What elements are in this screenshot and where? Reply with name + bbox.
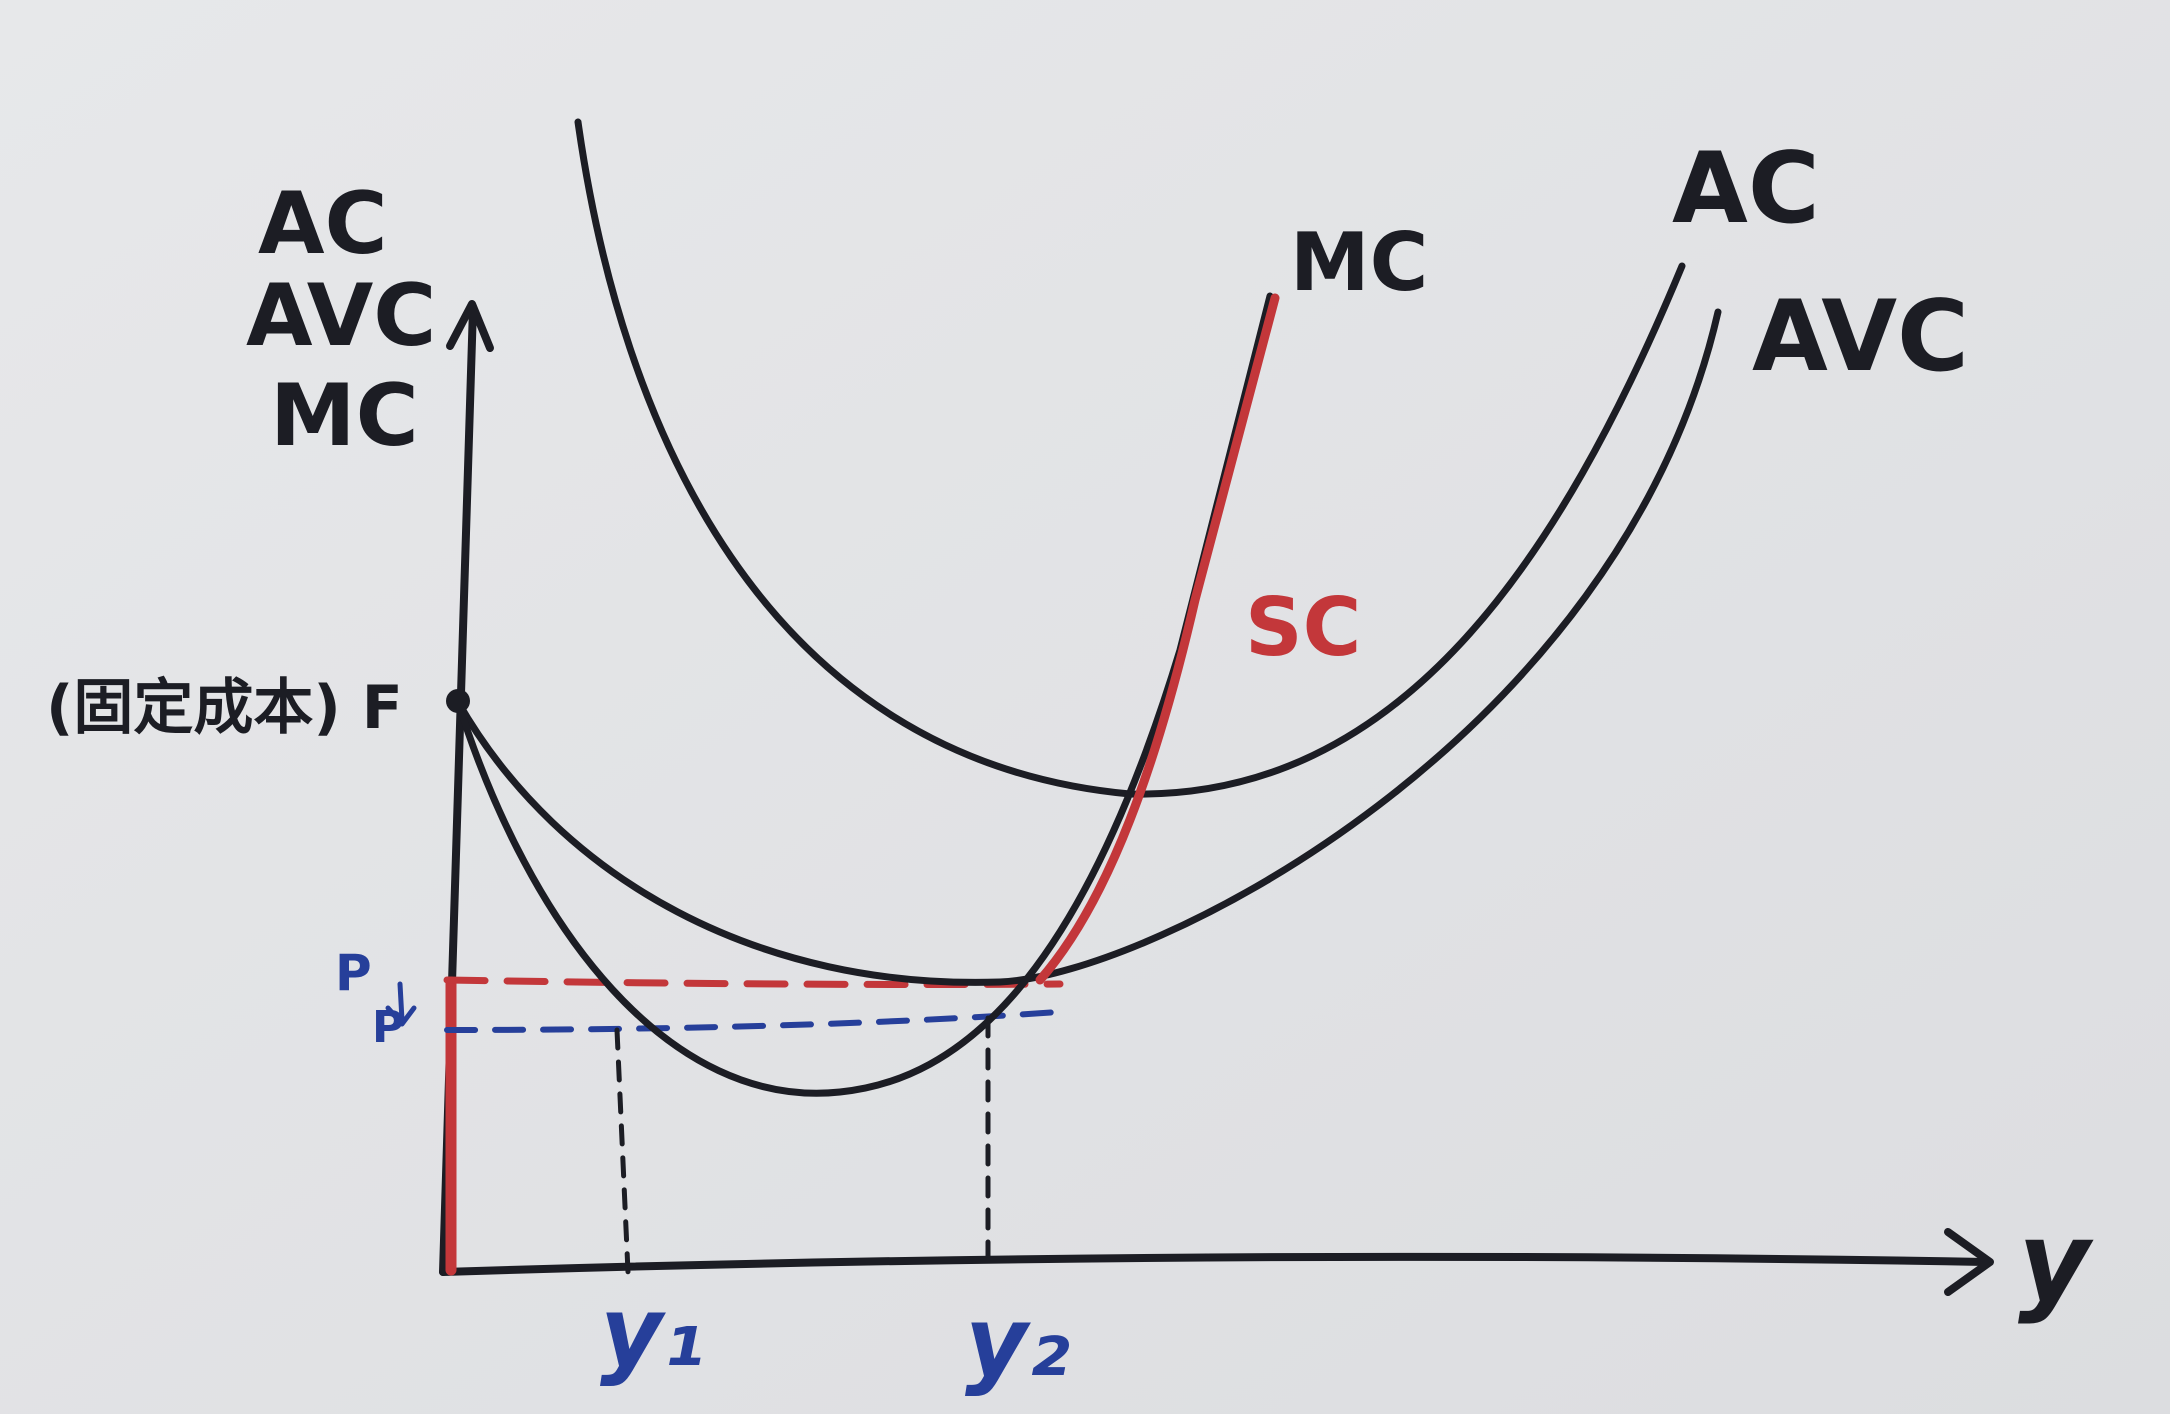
y-axis-label-ac: AC <box>258 174 388 274</box>
y-axis-label-mc: MC <box>270 366 419 466</box>
x-axis-label: y <box>2018 1198 2094 1326</box>
y-axis-label-avc: AVC <box>246 266 436 366</box>
quantity-label-y1: y₁ <box>600 1276 705 1388</box>
quantity-label-y2: y₂ <box>965 1286 1070 1398</box>
price-label-arrow <box>385 981 417 1027</box>
fixed-cost-point <box>446 689 470 713</box>
mc-curve <box>454 292 1274 1097</box>
ac-curve <box>574 118 1686 798</box>
sc-curve-label: SC <box>1245 581 1361 674</box>
price-dashed-line-blue <box>444 1009 1061 1033</box>
price-label-upper: P <box>335 944 372 1002</box>
avc-curve-label: AVC <box>1752 280 1969 394</box>
x-axis <box>439 1252 1989 1276</box>
mc-curve-label: MC <box>1290 216 1428 309</box>
ac-curve-label: AC <box>1672 132 1820 246</box>
fixed-cost-label: (固定成本) F <box>46 673 403 743</box>
sc-supply-curve <box>1035 293 1280 985</box>
y1-dashed-drop <box>614 1027 631 1275</box>
x-axis-arrowhead <box>1944 1228 1994 1296</box>
y-axis-arrowhead <box>446 300 494 352</box>
